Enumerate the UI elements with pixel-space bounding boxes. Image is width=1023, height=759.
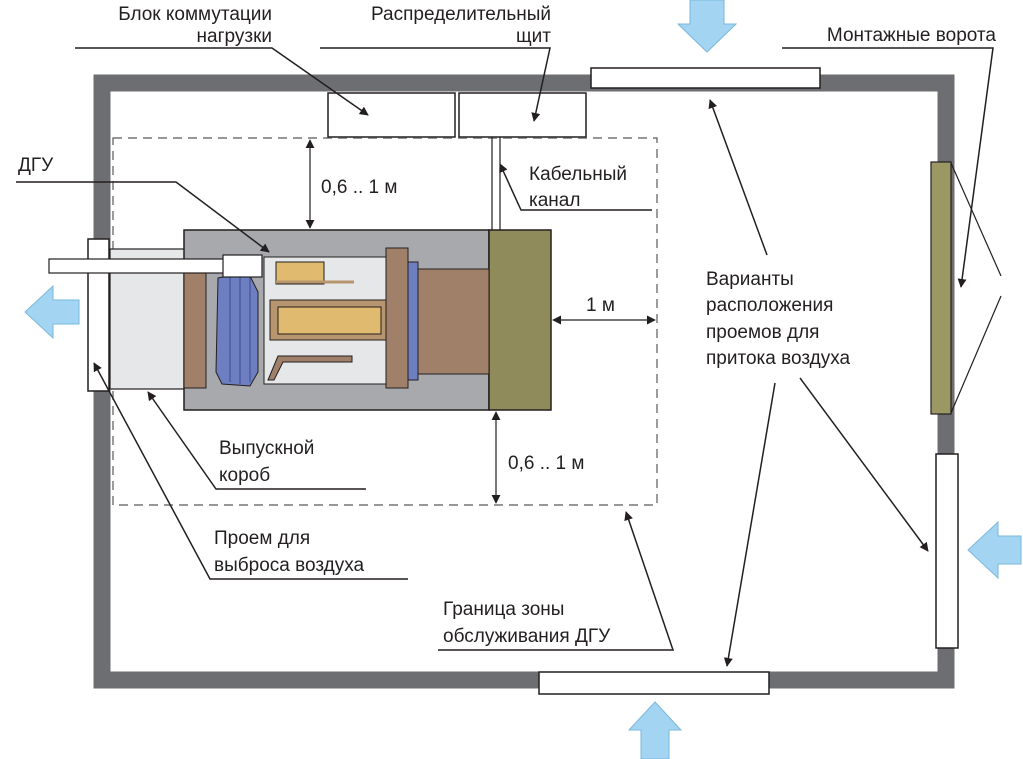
label-exhaust-opening-line1: Проем для — [214, 528, 310, 549]
leader-gate — [782, 47, 994, 288]
label-dist-panel-line1: Распределительный — [371, 4, 551, 25]
gate-swing-lines — [950, 162, 1002, 414]
label-dim-top: 0,6 .. 1 м — [321, 177, 397, 198]
distribution-panel — [458, 92, 587, 138]
alternator-core — [277, 306, 382, 335]
air-out-arrow-left — [24, 284, 80, 340]
label-intake-line3: проемов для — [706, 322, 819, 343]
radiator — [488, 229, 552, 411]
air-exhaust-opening — [87, 238, 110, 392]
leader-intake-top — [708, 99, 768, 256]
leader-zone — [438, 511, 675, 651]
label-exhaust-box-line1: Выпускной — [219, 438, 314, 459]
assembly-gate — [930, 161, 952, 415]
cable-channel — [491, 137, 501, 231]
engine-block — [417, 268, 490, 375]
label-intake-line2: расположения — [706, 295, 833, 316]
label-zone-line2: обслуживания ДГУ — [443, 626, 611, 647]
fan-blade-lines — [229, 274, 251, 384]
label-exhaust-box-line2: короб — [219, 465, 270, 486]
fan-blades — [215, 271, 259, 387]
air-intake-opening-right — [935, 453, 959, 649]
label-load-switch-line2: нагрузки — [197, 26, 272, 47]
coupling-right — [385, 247, 409, 389]
leader-intake-right — [799, 377, 929, 552]
label-exhaust-opening-line2: выброса воздуха — [214, 555, 365, 576]
label-dim-bottom: 0,6 .. 1 м — [508, 453, 584, 474]
label-cable-line1: Кабельный — [529, 164, 627, 185]
leader-exhaust-box — [147, 391, 366, 490]
leader-lines — [16, 47, 994, 667]
load-switching-unit — [327, 92, 456, 138]
label-intake-line1: Варианты — [706, 269, 794, 290]
label-intake-line4: притока воздуха — [706, 348, 851, 369]
exhaust-pipe — [48, 258, 230, 274]
air-intake-opening-bottom — [538, 671, 770, 695]
leader-load-switch — [75, 47, 369, 116]
leader-intake-bottom — [723, 382, 776, 667]
diagram-labels: Блок коммутации нагрузки Распределительн… — [18, 4, 996, 647]
dgu-generator-set — [48, 229, 552, 411]
label-assembly-gate: Монтажные ворота — [827, 25, 997, 46]
leader-dist-panel — [320, 47, 551, 122]
label-load-switch-line1: Блок коммутации — [118, 4, 272, 25]
air-in-arrow-bottom — [627, 701, 683, 759]
dimension-lines — [305, 139, 656, 504]
leader-cable — [499, 163, 652, 211]
label-dgu: ДГУ — [18, 155, 54, 176]
air-intake-opening-top — [590, 67, 821, 89]
muffler-flange — [222, 254, 263, 278]
leader-exhaust-opening — [93, 362, 408, 580]
coupling-left — [183, 271, 207, 389]
alternator-block-top — [275, 261, 325, 285]
label-cable-line2: канал — [529, 190, 580, 211]
label-zone-line1: Граница зоны — [443, 599, 564, 620]
air-in-arrow-top — [676, 0, 738, 53]
alternator-hook — [267, 355, 353, 381]
air-in-arrow-right — [967, 520, 1022, 580]
bracket — [407, 261, 419, 381]
label-dim-right: 1 м — [586, 295, 615, 316]
leader-dgu — [16, 181, 270, 253]
label-dist-panel-line2: щит — [516, 26, 551, 47]
